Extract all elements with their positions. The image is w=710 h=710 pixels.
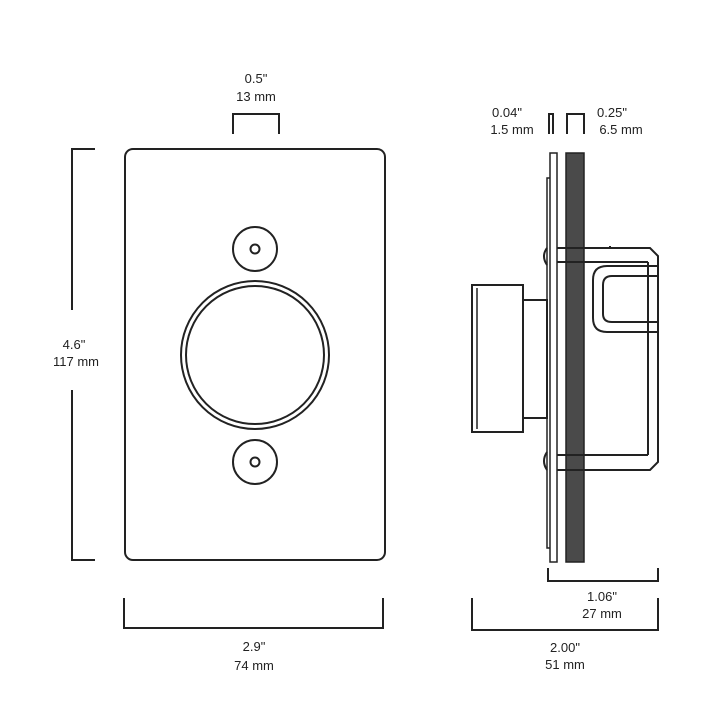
plate-dim-bracket (548, 113, 554, 134)
faceplate (124, 148, 386, 561)
plate-dim-mm: 1.5 mm (490, 122, 533, 137)
width-dim-in: 2.9" (243, 639, 266, 654)
height-dim-in: 4.6" (63, 337, 86, 352)
width-dim-mm: 74 mm (234, 658, 274, 673)
bottom-screw (232, 439, 278, 485)
top-dim-mm: 13 mm (236, 89, 276, 104)
backplate (565, 152, 585, 563)
depth-dim-bracket (471, 598, 659, 631)
backplate-dim-bracket (566, 113, 585, 134)
thin-plate (549, 152, 558, 563)
side-view: 0.04" 1.5 mm 0.25" 6.5 mm 1.06" 27 mm 2.… (471, 105, 659, 672)
top-dim-bracket (232, 113, 280, 134)
depth-dim-in: 2.00" (550, 640, 580, 655)
body-dim-bracket (547, 568, 659, 582)
depth-dim-mm: 51 mm (545, 657, 585, 672)
top-screw (232, 226, 278, 272)
width-dim-bracket (123, 598, 384, 629)
knob-side (471, 284, 524, 433)
body-dim-in: 1.06" (587, 589, 617, 604)
backplate-dim-mm: 6.5 mm (599, 122, 642, 137)
top-dim-in: 0.5" (245, 71, 268, 86)
backplate-dim-in: 0.25" (597, 105, 627, 120)
height-dim-mm: 117 mm (53, 354, 99, 369)
knob (180, 280, 330, 430)
screw-head-top (543, 247, 548, 266)
plate-dim-in: 0.04" (492, 105, 522, 120)
dimmer-body (557, 246, 659, 471)
knob-shaft (522, 299, 548, 419)
screw-head-bottom (543, 451, 548, 471)
height-dim-line (71, 148, 95, 561)
body-dim-mm: 27 mm (582, 606, 622, 621)
front-view: 0.5" 13 mm 4.6" 117 mm 2.9" 74 mm (53, 71, 386, 673)
body-clip (592, 265, 658, 333)
